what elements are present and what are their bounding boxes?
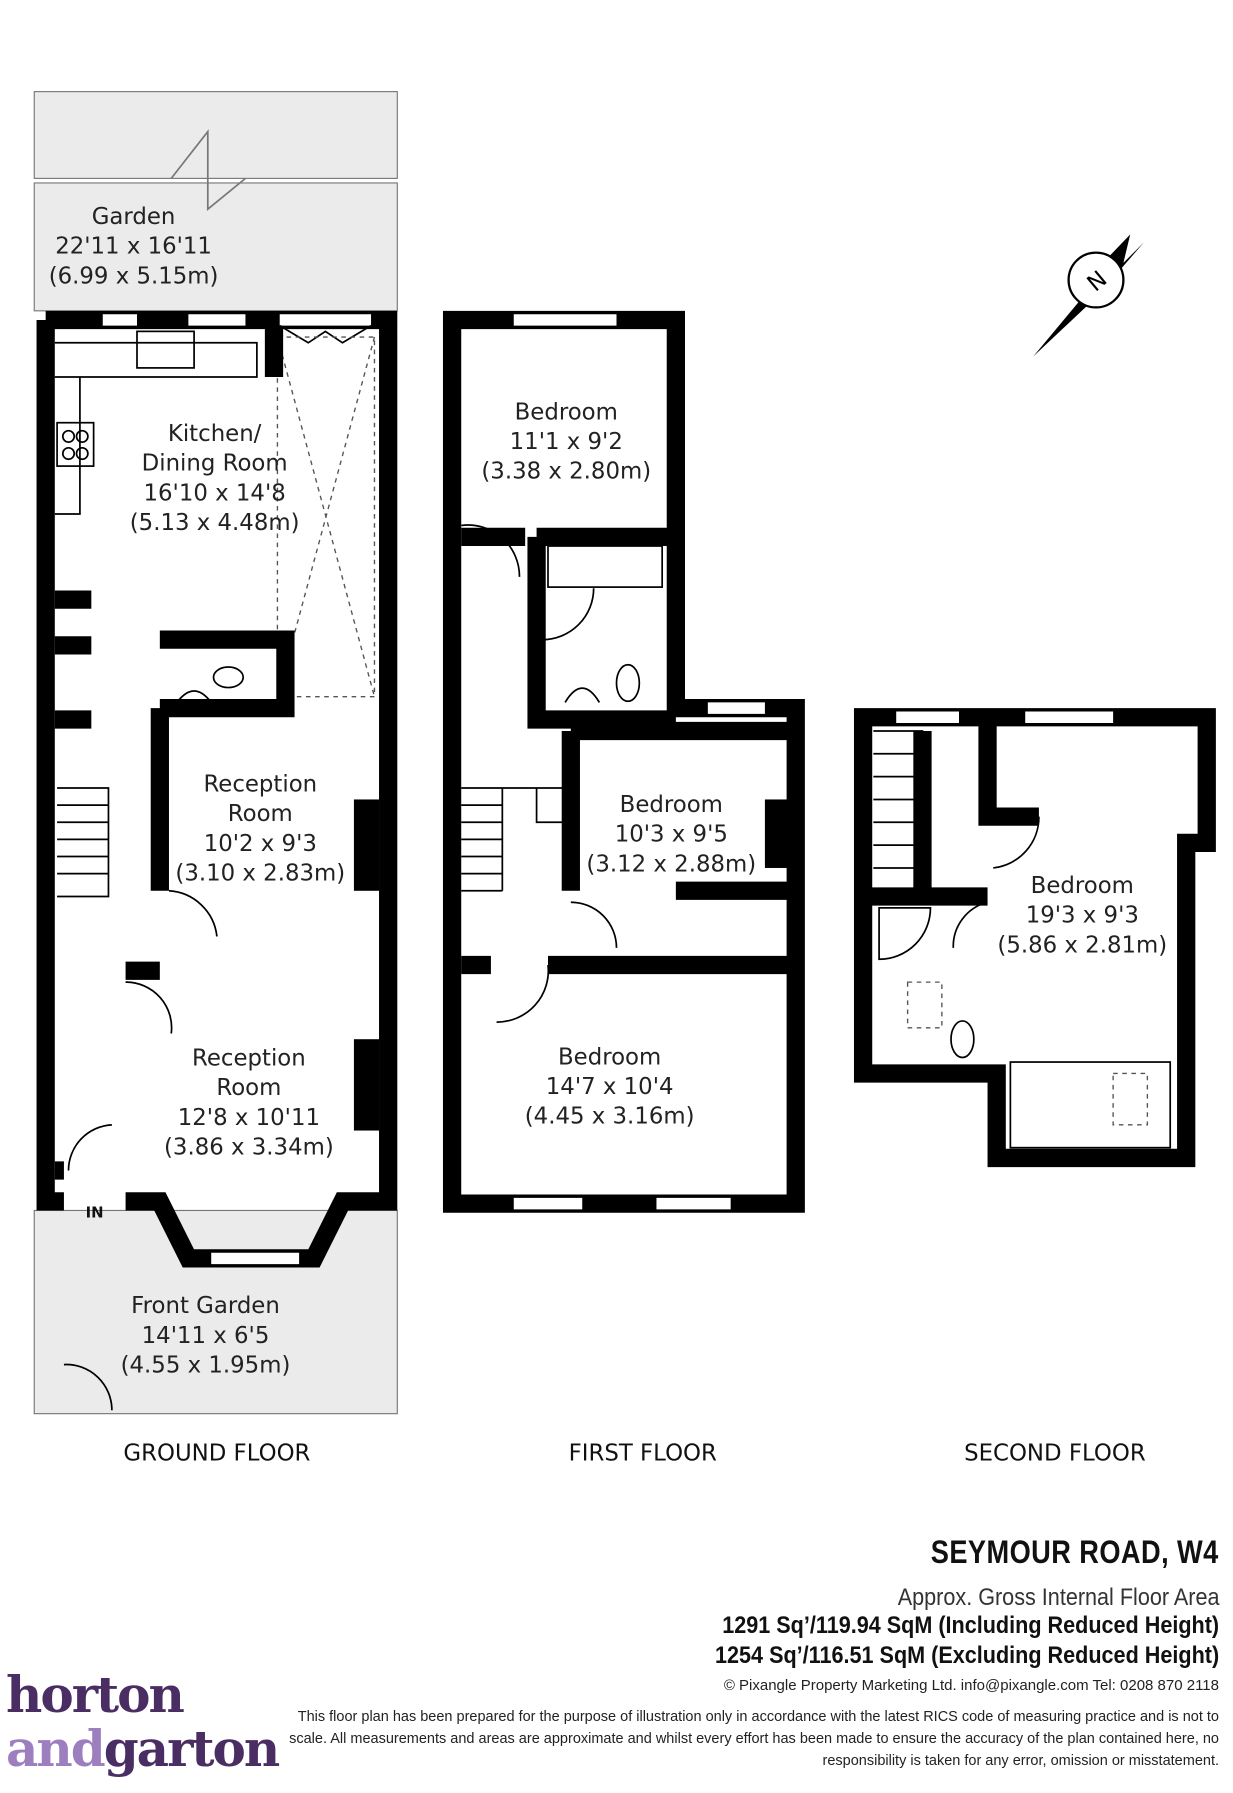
reception1-imperial: 10'2 x 9'3	[204, 831, 317, 857]
reception2-name-2: Room	[216, 1075, 281, 1101]
garden-name: Garden	[92, 204, 176, 230]
garden-area-lower	[33, 182, 398, 312]
second-floor-plan	[853, 708, 1216, 1168]
front-garden-name: Front Garden	[131, 1293, 280, 1319]
garden-imperial: 22'11 x 16'11	[55, 234, 212, 260]
reception2-name: Reception	[192, 1045, 306, 1071]
sf-bedroom-name: Bedroom	[1031, 873, 1134, 899]
property-title: SEYMOUR ROAD, W4	[931, 1534, 1219, 1570]
reception2-metric: (3.86 x 3.34m)	[164, 1135, 334, 1161]
ff-bedroom3-imperial: 14'7 x 10'4	[546, 1074, 674, 1100]
kitchen-metric: (5.13 x 4.48m)	[130, 510, 300, 536]
ff-bedroom2-name: Bedroom	[620, 792, 723, 818]
reception2-imperial: 12'8 x 10'11	[178, 1105, 320, 1131]
north-compass-icon: N	[1033, 234, 1144, 357]
second-floor-label: SECOND FLOOR	[964, 1440, 1146, 1466]
ground-outer-wall	[36, 310, 398, 1268]
ff-bedroom1-name: Bedroom	[515, 399, 618, 425]
ff-bedroom1-imperial: 11'1 x 9'2	[510, 429, 623, 455]
sf-bedroom-imperial: 19'3 x 9'3	[1026, 903, 1139, 929]
front-garden-imperial: 14'11 x 6'5	[142, 1323, 270, 1349]
logo-garton: garton	[103, 1719, 280, 1778]
sf-bedroom-metric: (5.86 x 2.81m)	[997, 932, 1167, 958]
ff-bedroom2-metric: (3.12 x 2.88m)	[586, 851, 756, 877]
area-including: 1291 Sq’/119.94 SqM (Including Reduced H…	[722, 1612, 1219, 1639]
reception1-metric: (3.10 x 2.83m)	[175, 861, 345, 887]
garden-area	[33, 91, 398, 179]
area-heading: Approx. Gross Internal Floor Area	[897, 1584, 1219, 1611]
disclaimer-text: This floor plan has been prepared for th…	[289, 1709, 1219, 1769]
ff-bedroom1-metric: (3.38 x 2.80m)	[481, 459, 651, 485]
front-garden-area	[33, 1209, 398, 1415]
ff-bedroom3-metric: (4.45 x 3.16m)	[525, 1104, 695, 1130]
room-labels: Garden 22'11 x 16'11 (6.99 x 5.15m) Kitc…	[49, 204, 1167, 1379]
kitchen-name-2: Dining Room	[142, 451, 288, 477]
garden-metric: (6.99 x 5.15m)	[49, 263, 219, 289]
ground-floor-plan: IN	[33, 91, 398, 1415]
kitchen-name: Kitchen/	[168, 421, 262, 447]
first-floor-plan	[442, 310, 805, 1213]
area-excluding: 1254 Sq’/116.51 SqM (Excluding Reduced H…	[714, 1642, 1219, 1669]
logo-and: and	[6, 1719, 106, 1778]
entrance-label: IN	[86, 1204, 104, 1221]
logo-line1: horton	[6, 1665, 185, 1724]
reception1-name: Reception	[203, 771, 317, 797]
first-floor-label: FIRST FLOOR	[569, 1440, 717, 1466]
agency-logo: horton andgarton	[6, 1665, 280, 1778]
ff-bedroom3-name: Bedroom	[558, 1044, 661, 1070]
break-line	[170, 129, 247, 212]
floor-labels: GROUND FLOOR FIRST FLOOR SECOND FLOOR	[123, 1440, 1145, 1466]
front-garden-metric: (4.55 x 1.95m)	[121, 1353, 291, 1379]
copyright-text: © Pixangle Property Marketing Ltd. info@…	[723, 1677, 1219, 1694]
kitchen-imperial: 16'10 x 14'8	[144, 480, 286, 506]
ff-bedroom2-imperial: 10'3 x 9'5	[615, 822, 728, 848]
ground-floor-label: GROUND FLOOR	[123, 1440, 310, 1466]
reception1-name-2: Room	[228, 801, 293, 827]
